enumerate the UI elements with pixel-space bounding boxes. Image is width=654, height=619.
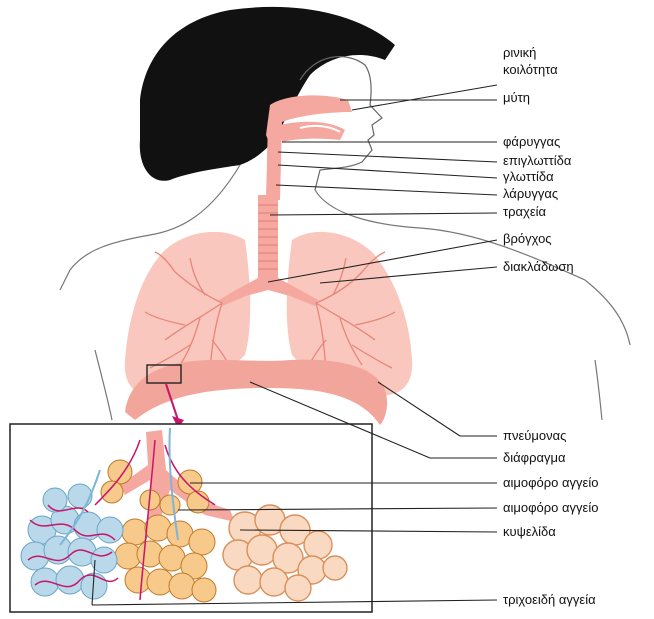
label-larynx: λάρυγγας (503, 187, 558, 201)
label-alveolus: κυψελίδα (503, 525, 556, 539)
label-pharynx: φάρυγγας (503, 135, 560, 149)
label-bronchus: βρόγχος (503, 232, 552, 246)
arm-outline-right (595, 360, 602, 420)
label-trachea: τραχεία (503, 205, 546, 219)
pharynx-tube (266, 120, 282, 200)
label-lung: πνεύμονας (503, 429, 566, 443)
label-epiglottis: επιγλωττίδα (503, 154, 571, 168)
label-branching: διακλάδωση (503, 260, 574, 274)
label-nose: μύτη (503, 91, 530, 105)
arm-outline-left (95, 350, 112, 420)
mouth-cavity (280, 122, 345, 142)
label-blood-vessel-1: αιμοφόρο αγγείο (503, 476, 598, 490)
label-blood-vessel-2: αιμοφόρο αγγείο (503, 501, 598, 515)
label-diaphragm: διάφραγμα (503, 451, 566, 465)
diaphragm (125, 360, 387, 425)
label-glottis: γλωττίδα (503, 170, 554, 184)
label-nasal-cavity-line2: κοιλότητα (503, 63, 558, 77)
label-capillaries: τριχοειδή αγγεία (503, 593, 596, 607)
label-nasal-cavity-line1: ρινική (503, 46, 536, 60)
